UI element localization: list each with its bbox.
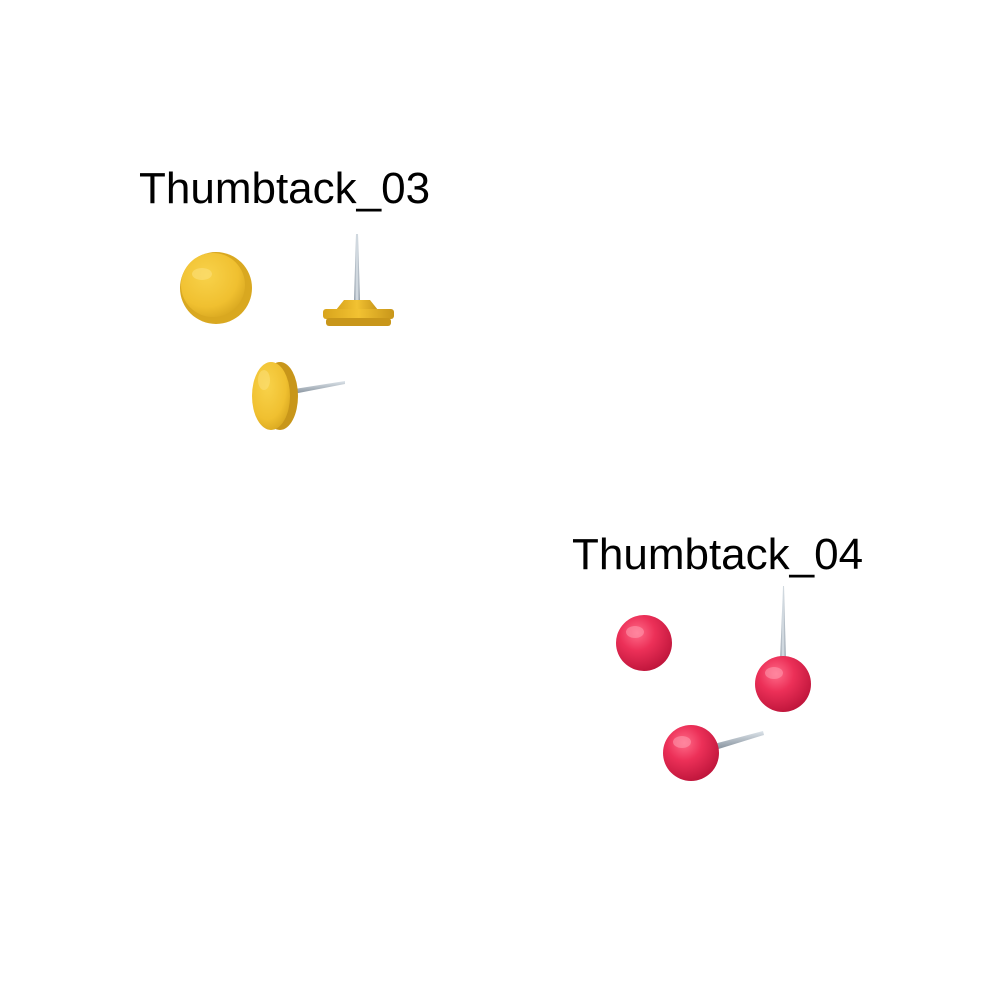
thumbtack-flat-top-view-icon xyxy=(180,252,252,324)
thumbtack-03-label: Thumbtack_03 xyxy=(139,164,431,213)
thumbtack-ball-tilted-view-icon xyxy=(663,725,764,781)
thumbtack-flat-tilted-view-icon xyxy=(252,362,345,430)
thumbtack-04-label: Thumbtack_04 xyxy=(572,530,864,579)
thumbtack-ball-upright-view-icon xyxy=(755,586,811,712)
thumbtack-flat-side-view-icon xyxy=(323,234,394,326)
thumbtack-ball-top-view-icon xyxy=(616,615,672,671)
